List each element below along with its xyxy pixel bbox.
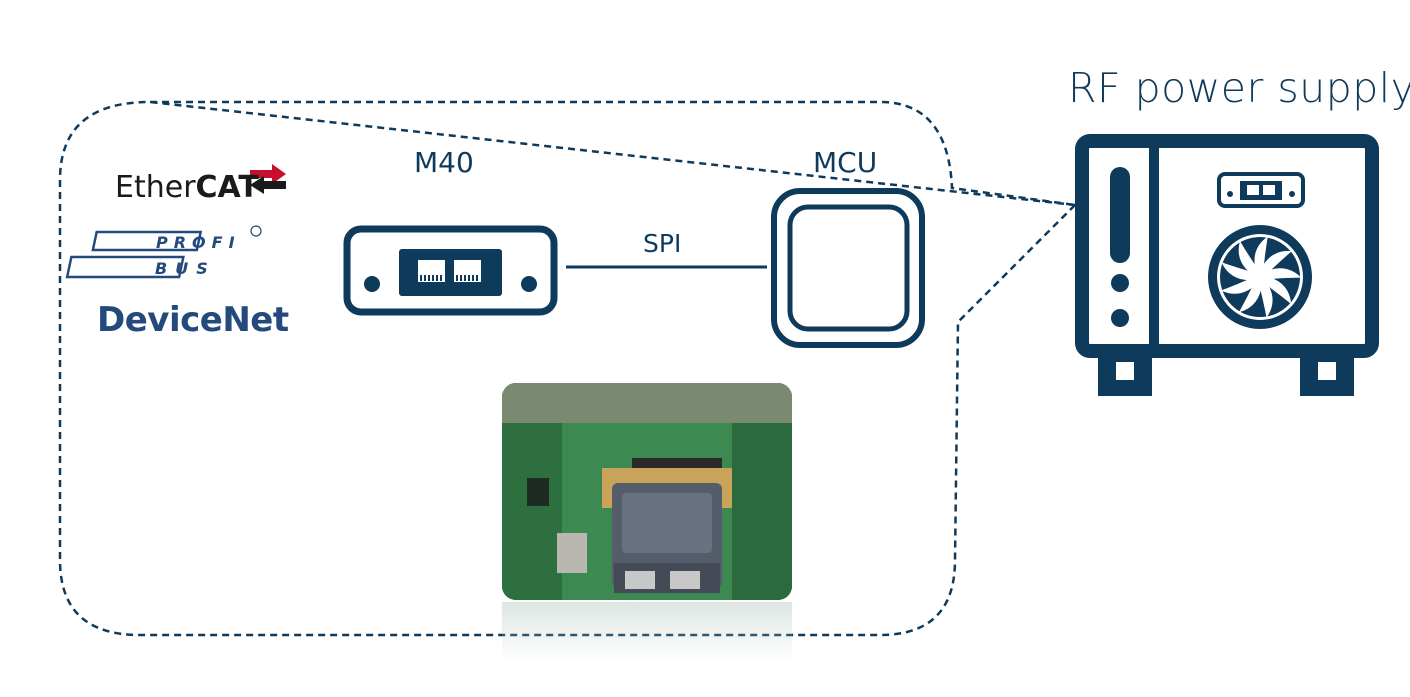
mcu-label: MCU: [813, 146, 878, 179]
ethercat-arrow-icon: [250, 164, 286, 194]
devicenet-logo-a: Device: [97, 300, 223, 340]
page-title: RF power supply: [1068, 64, 1410, 112]
rf-power-supply-icon: [1075, 134, 1379, 396]
ethercat-logo-light: Ether: [115, 170, 196, 205]
m40-module-icon: [343, 225, 558, 316]
profibus-top-text: PROFI: [156, 233, 241, 252]
ethercat-logo-bold: CAT: [195, 170, 259, 205]
fan-icon: [1208, 225, 1312, 329]
profibus-logo: PROFI BUS: [65, 225, 262, 279]
ethercat-logo: EtherCAT: [115, 170, 259, 205]
mcu-chip-icon: [771, 188, 925, 348]
devicenet-logo-b: Net: [222, 300, 289, 340]
board-photo-reflection: [502, 602, 792, 662]
m40-label: M40: [414, 146, 474, 179]
board-photo-art: [502, 383, 792, 600]
profibus-bottom-text: BUS: [155, 259, 216, 278]
board-photo: [502, 383, 792, 600]
dashed-region-outline: [58, 100, 1078, 637]
spi-label: SPI: [643, 229, 682, 258]
devicenet-logo: DeviceNet: [97, 300, 289, 340]
